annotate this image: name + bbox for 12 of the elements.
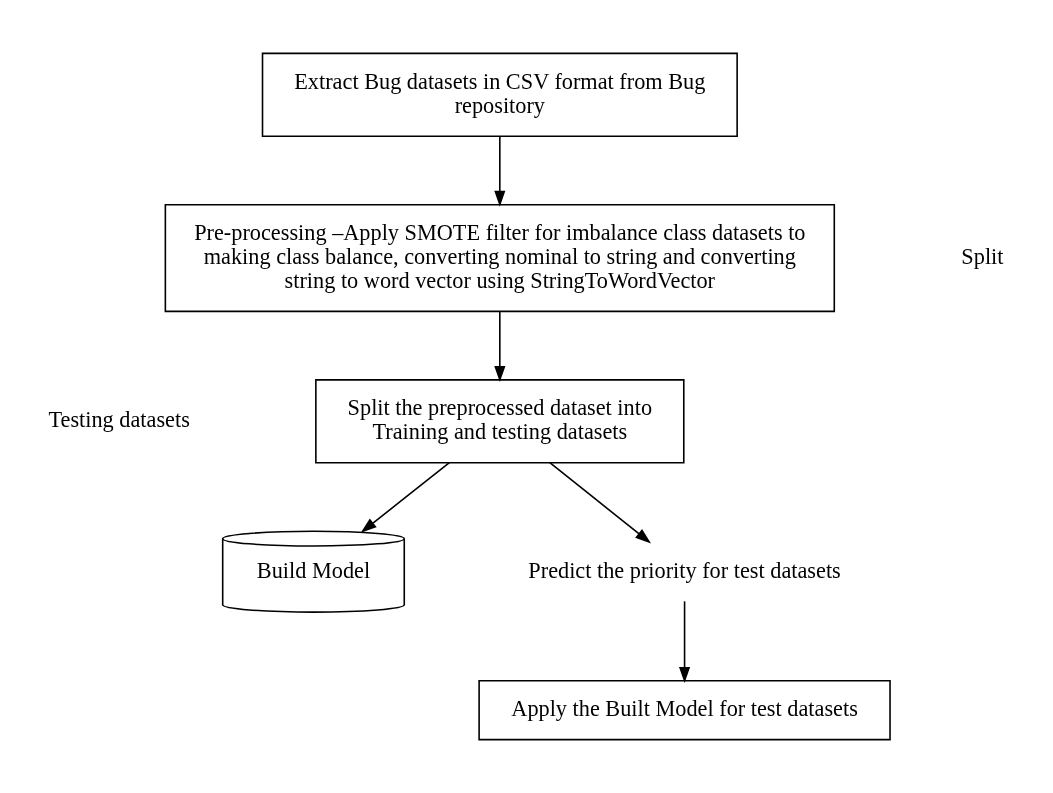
- node-text: Predict the priority for test datasets: [528, 557, 841, 583]
- arrow: [494, 310, 506, 383]
- node-box: Extract Bug datasets in CSV format from Bug repository: [261, 52, 738, 137]
- label: Split: [961, 243, 1004, 269]
- arrow: [549, 461, 652, 544]
- node-box: Split the preprocessed dataset into Training and testing datasets: [315, 379, 685, 464]
- node-box: Pre-processing –Apply SMOTE filter for imbalance class datasets to making class balance, converting nominal to string and converting string to word vector using StringToWordVector: [164, 203, 836, 313]
- label: Testing datasets: [48, 407, 190, 433]
- arrow: [360, 461, 451, 533]
- arrow: [679, 600, 691, 683]
- arrow: [494, 135, 506, 207]
- node-box: Apply the Built Model for test datasets: [478, 679, 891, 741]
